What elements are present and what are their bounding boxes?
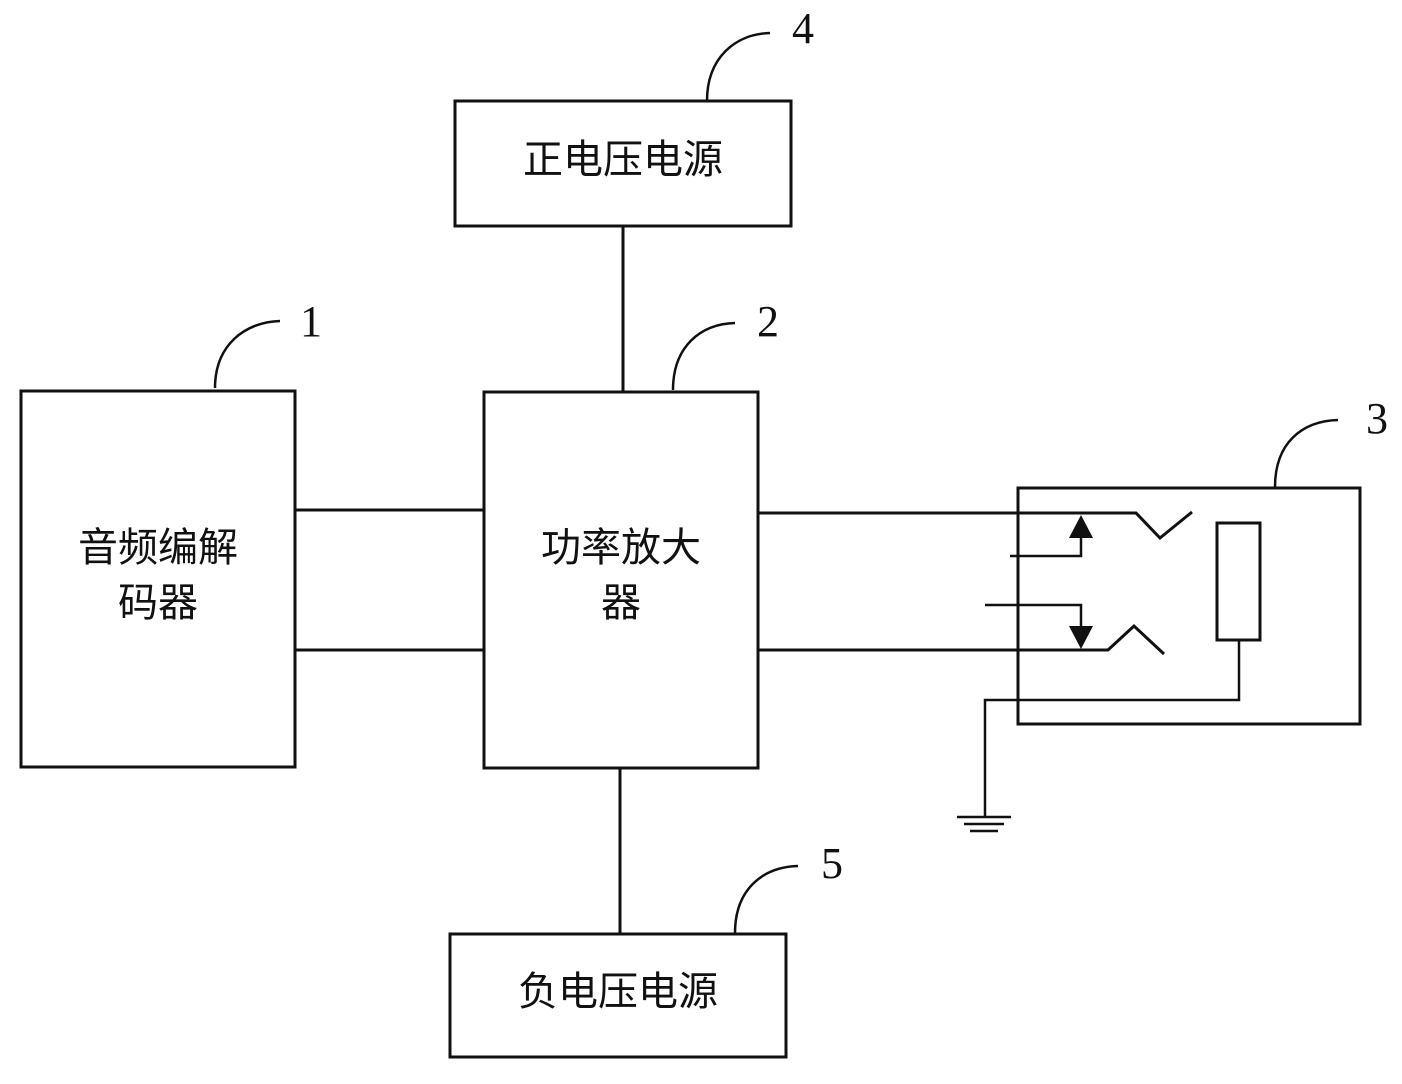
positive-supply-label: 正电压电源 [523,137,723,183]
ref-number-4: 4 [792,4,814,53]
jack-load-element [1215,521,1262,642]
ref-leader-2 [671,321,736,391]
jack-arrow-up [1069,515,1093,538]
ref-number-2: 2 [757,297,779,346]
ref-leader-3 [1273,418,1339,488]
audio-codec-label-line2: 码器 [118,580,198,626]
audio-codec-block: 音频编解 码器 [19,389,297,769]
negative-supply-label: 负电压电源 [518,969,718,1015]
power-amplifier-block: 功率放大 器 [482,390,760,770]
jack-arrow-down [1069,626,1093,649]
ref-number-5: 5 [821,839,843,888]
ref-leader-4 [705,31,771,102]
jack-ground-wire [983,640,1241,817]
wire-amp-jack-lower [758,623,1166,656]
ref-number-3: 3 [1366,394,1388,443]
negative-supply-block: 负电压电源 [448,932,788,1059]
ground-icon [957,815,1011,833]
jack-sense-contact-lower [985,603,1083,627]
audio-codec-label-line1: 音频编解 [78,525,238,571]
positive-supply-block: 正电压电源 [453,99,793,228]
ref-number-1: 1 [300,297,322,346]
jack-sense-contact-upper [1010,535,1083,558]
power-amplifier-label-line1: 功率放大 [541,525,701,571]
ref-leader-5 [733,864,799,934]
wire-amp-jack-upper [758,510,1193,541]
power-amplifier-label-line2: 器 [601,580,641,626]
ref-leader-1 [213,319,281,389]
